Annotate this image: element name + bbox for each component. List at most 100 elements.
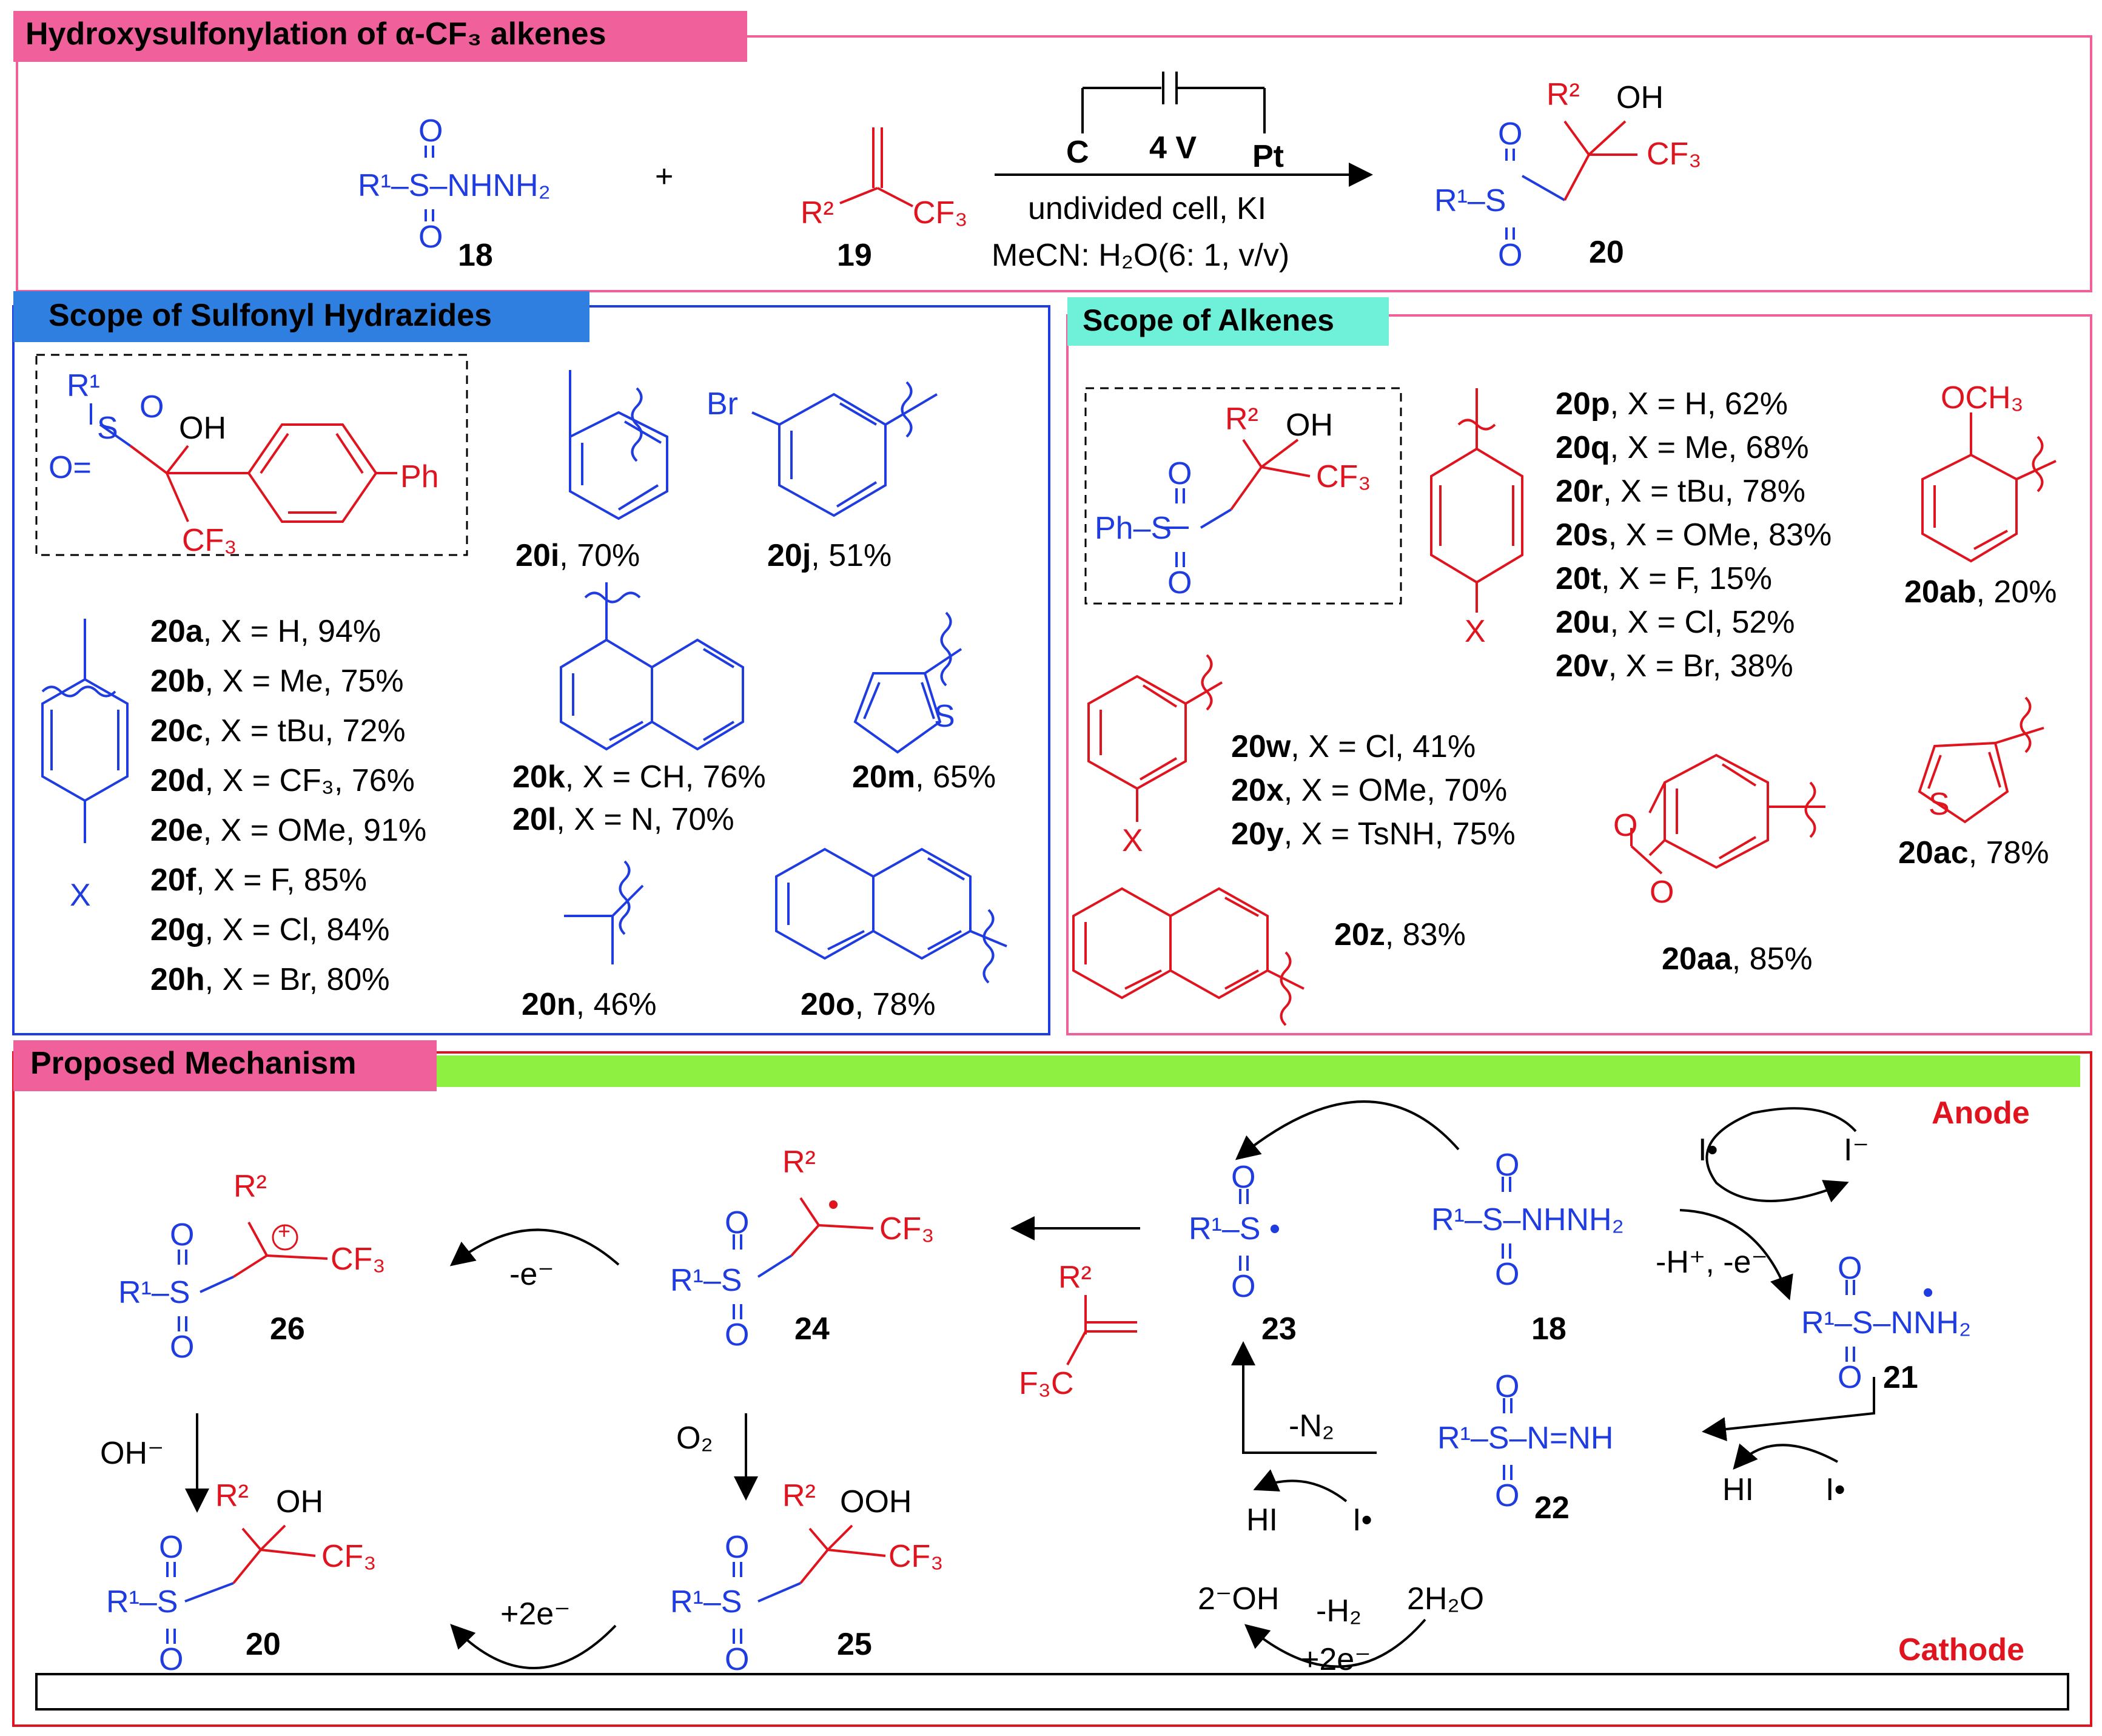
f3c-group: F₃C [1019,1366,1074,1401]
cf3-group: CF₃ [182,523,237,558]
minus-e-label: -e⁻ [509,1257,554,1292]
r1-s-group: R¹–S [1434,183,1506,218]
och3-group: OCH₃ [1941,380,2024,415]
cf3-group: CF₃ [1316,459,1371,494]
iodide: I⁻ [1844,1132,1869,1168]
water-reactant: 2H₂O [1407,1581,1485,1617]
o2-label: O₂ [676,1421,713,1456]
s-atom: S [1929,787,1950,822]
o-atom: O [1495,1478,1520,1513]
o-atom: O= [49,450,92,485]
condition-2: MeCN: H₂O(6: 1, v/v) [992,238,1290,273]
top-title: Hydroxysulfonylation of α-CF₃ alkenes [25,16,606,52]
green-bar [437,1055,2080,1087]
cathode-plate [35,1673,2069,1711]
compound-21-label: 21 [1883,1360,1918,1395]
oh-group: OH [276,1484,323,1519]
scope-entry-20m: 20m, 65% [852,759,996,795]
ph-s-group: Ph–S [1095,511,1172,546]
scope-entry-20s: 20s, X = OMe, 83% [1556,517,1832,553]
o-atom: O [1231,1160,1256,1195]
scope-entry-20k: 20k, X = CH, 76% [512,759,766,795]
plus-sign: + [655,159,674,194]
radical-dot: • [828,1187,839,1222]
o-atom: O [725,1317,750,1353]
iodine-radical: I• [1352,1502,1372,1538]
scope-entry-20ac: 20ac, 78% [1898,835,2049,870]
r2-substituent: R² [782,1478,816,1513]
iodine-radical: I• [1825,1472,1845,1507]
mechanism-title: Proposed Mechanism [30,1046,357,1081]
scope-entry-20u: 20u, X = Cl, 52% [1556,605,1795,640]
scope-entry-20z: 20z, 83% [1334,917,1466,952]
compound-19-label: 19 [837,238,872,273]
alkene-para-list: 20p, X = H, 62% 20q, X = Me, 68% 20r, X … [1556,382,1832,688]
o-atom: O [139,389,164,425]
scope-entry-20f: 20f, X = F, 85% [150,863,367,898]
minus-n2-label: -N₂ [1289,1408,1335,1444]
o-atom: O [1495,1369,1520,1404]
r2-substituent: R² [215,1478,249,1513]
compound-24-label: 24 [794,1311,830,1347]
oh-group: OH [1286,408,1333,443]
r1-s-group: R¹–S [118,1275,190,1310]
o-atom: O [1231,1269,1256,1304]
r2-substituent: R² [1546,77,1580,112]
r2-substituent: R² [801,195,834,230]
r2-substituent: R² [782,1145,816,1180]
scope-entry-20t: 20t, X = F, 15% [1556,561,1772,596]
scope-entry-20n: 20n, 46% [522,987,657,1022]
compound-18-label: 18 [1531,1311,1566,1347]
plus-2e-label: +2e⁻ [500,1596,571,1632]
scope-entry-20r: 20r, X = tBu, 78% [1556,474,1805,509]
hi-label: HI [1246,1502,1278,1538]
o-atom: O [1167,456,1192,491]
r1-s-group: R¹–S [106,1584,178,1620]
o-atom: O [725,1642,750,1677]
r1-s-group: R¹–S [670,1263,742,1298]
cf3-group: CF₃ [913,195,968,230]
alkene-box [1066,314,2092,1035]
sulfonyl-title: Scope of Sulfonyl Hydrazides [49,298,492,333]
top-box [16,35,2092,292]
compound-18-label: 18 [458,238,493,273]
plus-charge: + [278,1219,291,1243]
cf3-group: CF₃ [331,1242,386,1277]
scope-entry-20j: 20j, 51% [767,538,892,573]
r2-substituent: R² [233,1169,267,1204]
compound-20-label: 20 [1589,235,1624,270]
r1-s-nhnh2: R¹–S–NHNH₂ [1431,1202,1624,1237]
scope-entry-20e: 20e, X = OMe, 91% [150,813,427,848]
scope-entry-20aa: 20aa, 85% [1662,941,1813,977]
condition-1: undivided cell, KI [1028,191,1267,226]
r2-substituent: R² [1058,1260,1092,1295]
r2-substituent: R² [1225,402,1258,437]
cf3-group: CF₃ [1647,136,1702,172]
r1-s-n-nh: R¹–S–N=NH [1437,1421,1614,1456]
mechanism-box [12,1051,2092,1727]
scope-entry-20w: 20w, X = Cl, 41% [1231,729,1476,764]
o-atom: O [1498,116,1523,152]
alkene-title: Scope of Alkenes [1083,303,1334,337]
o-atom: O [1838,1360,1862,1395]
oh-group: OH [179,411,226,446]
o-atom: O [725,1530,750,1565]
br-substituent: Br [707,386,738,422]
scope-entry-20h: 20h, X = Br, 80% [150,962,390,997]
ph-group: Ph [400,459,439,494]
anode-label: Anode [1932,1095,2030,1131]
scope-entry-20b: 20b, X = Me, 75% [150,664,404,699]
h2-loss: -H₂ [1316,1593,1362,1629]
s-atom: S [97,411,118,446]
sulfonyl-para-list: 20a, X = H, 94% 20b, X = Me, 75% 20c, X … [150,607,426,1004]
electrode-pt: Pt [1252,139,1284,174]
x-substituent: X [1465,614,1486,649]
o-atom: O [1498,238,1523,273]
o-atom: O [418,113,443,149]
cathode-label: Cathode [1898,1632,2024,1667]
deprotonation-oxidation: -H⁺, -e⁻ [1656,1245,1768,1280]
scope-entry-20c: 20c, X = tBu, 72% [150,713,406,749]
scope-entry-20y: 20y, X = TsNH, 75% [1231,816,1516,852]
r1-s-nnh2: R¹–S–NNH₂ [1801,1305,1972,1341]
